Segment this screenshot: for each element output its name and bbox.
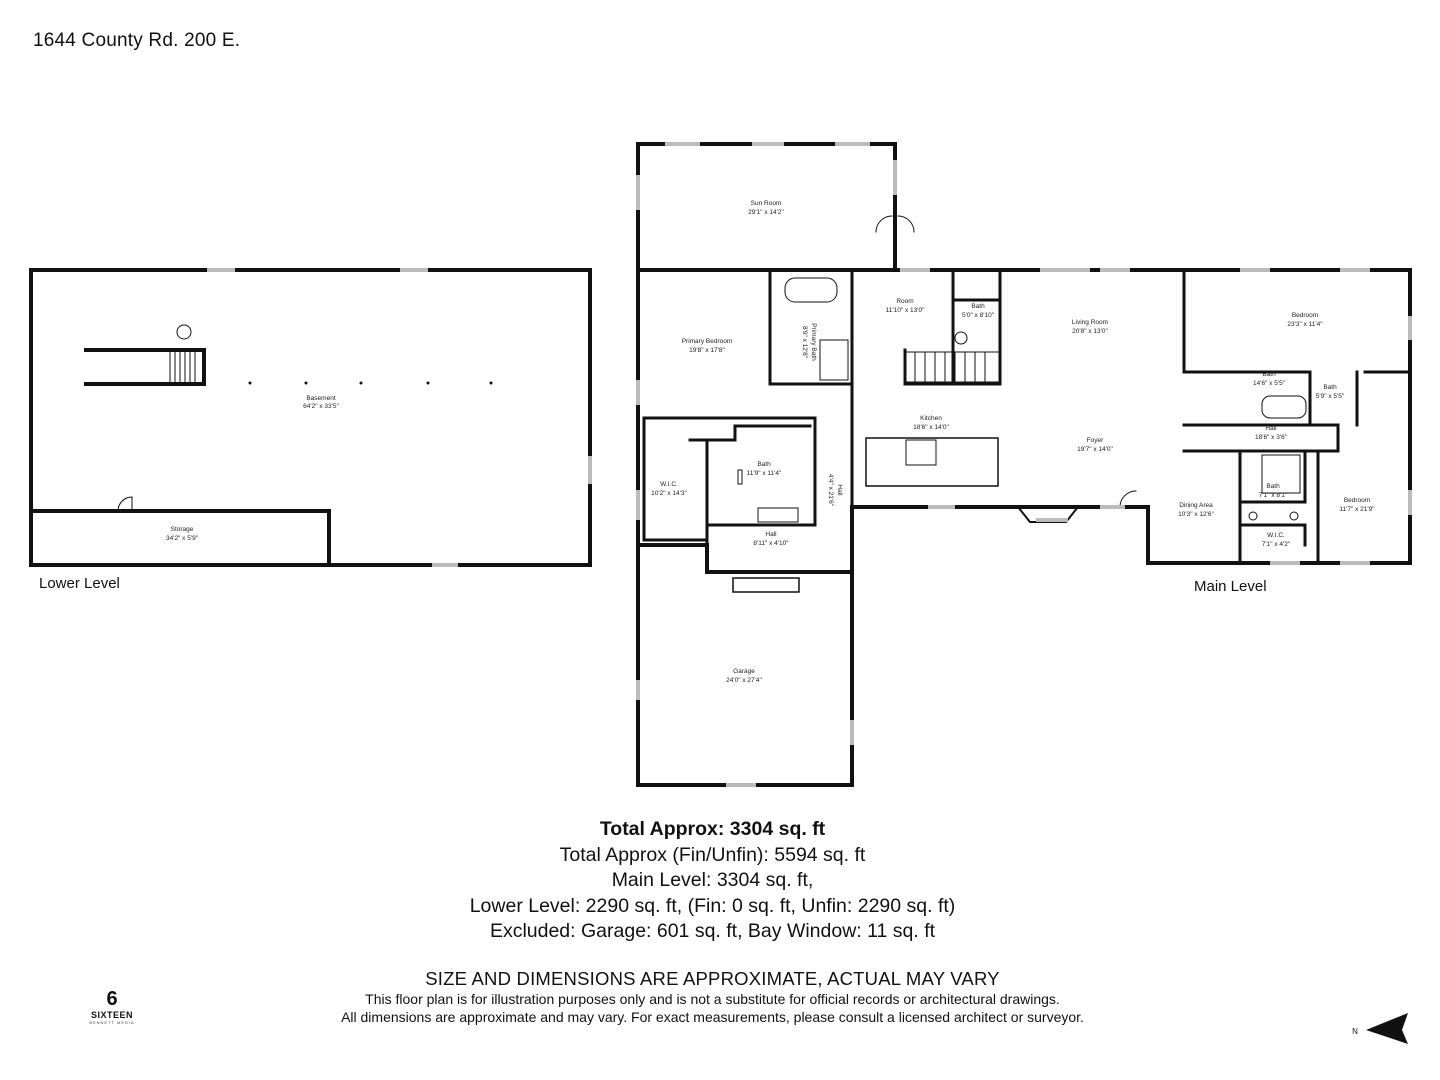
basement-posts <box>248 381 493 385</box>
room-basement-name: Basement <box>306 395 335 402</box>
room-hall-small-name: Hall <box>765 531 777 538</box>
brand-logo: 6 SIXTEEN BENNETT MEDIA <box>86 988 138 1028</box>
bath-fixtures <box>737 277 1307 523</box>
room-kitchen-name: Kitchen <box>920 415 942 422</box>
summary-excluded: Excluded: Garage: 601 sq. ft, Bay Window… <box>489 920 936 942</box>
room-bath-east-name: Bath <box>1266 483 1280 490</box>
room-hall-vertical-dim: 4'4" x 21'6" <box>827 474 834 507</box>
room-foyer-name: Foyer <box>1087 437 1104 444</box>
room-sunroom-dim: 29'1" x 14'2" <box>748 209 784 216</box>
logo-name: SIXTEEN <box>90 1010 133 1020</box>
disclaimer-line-1: This floor plan is for illustration purp… <box>365 991 1060 1007</box>
room-bedroom-ne-dim: 23'3" x 11'4" <box>1287 321 1323 328</box>
room-basement-dim: 64'2" x 33'5" <box>303 403 339 410</box>
main-level-walls <box>636 142 1412 787</box>
sunroom-door <box>875 215 915 233</box>
lower-level-label: Lower Level <box>39 575 120 592</box>
room-bath-top-name: Bath <box>971 303 985 310</box>
room-primary-bedroom-name: Primary Bedroom <box>682 338 733 345</box>
room-storage-name: Storage <box>171 526 194 533</box>
disclaimer-heading: SIZE AND DIMENSIONS ARE APPROXIMATE, ACT… <box>425 968 1000 989</box>
room-bath-small-name: Bath <box>1323 384 1337 391</box>
room-bath-small-dim: 5'9" x 5'5" <box>1316 393 1345 400</box>
bay-window-glass <box>1036 518 1068 522</box>
room-garage-dim: 24'0" x 27'4" <box>726 677 762 684</box>
room-bath-mid-dim: 14'6" x 5'5" <box>1253 380 1286 387</box>
basement-stairs <box>169 351 196 383</box>
room-bath-mid-name: Bath <box>1262 371 1276 378</box>
summary-total-fin-unfin: Total Approx (Fin/Unfin): 5594 sq. ft <box>559 843 866 866</box>
room-bath-west-name: Bath <box>757 461 771 468</box>
room-living-name: Living Room <box>1072 319 1108 326</box>
room-bath-top-dim: 5'0" x 8'10" <box>962 312 995 319</box>
room-hall-small-dim: 8'11" x 4'10" <box>753 540 789 547</box>
room-dining-dim: 10'3" x 12'6" <box>1178 511 1214 518</box>
room-dining-name: Dining Area <box>1179 502 1213 509</box>
utility-icon <box>176 324 192 340</box>
garage-step <box>732 577 800 593</box>
property-address: 1644 County Rd. 200 E. <box>33 30 241 51</box>
logo-subtitle: BENNETT MEDIA <box>89 1020 135 1025</box>
room-wic-east-name: W.I.C. <box>1267 532 1285 539</box>
lower-level-walls <box>29 268 592 567</box>
room-hall-east-dim: 18'6" x 3'6" <box>1255 434 1288 441</box>
room-room-name: Room <box>896 298 913 305</box>
room-primary-bath-dim: 8'9" x 12'8" <box>801 326 808 359</box>
room-kitchen-dim: 18'6" x 14'0" <box>913 424 949 431</box>
room-bedroom-ne-name: Bedroom <box>1292 312 1318 319</box>
main-level-label: Main Level <box>1194 578 1267 595</box>
logo-mark: 6 <box>106 988 118 1010</box>
compass-icon: N <box>1352 1013 1408 1044</box>
main-stairs <box>904 351 1001 383</box>
room-living-dim: 20'8" x 13'0" <box>1072 328 1108 335</box>
area-summary: Total Approx: 3304 sq. ft Total Approx (… <box>0 817 1425 945</box>
foyer-door <box>1119 490 1137 508</box>
room-sunroom-name: Sun Room <box>751 200 782 207</box>
summary-main-level: Main Level: 3304 sq. ft, <box>611 869 814 891</box>
disclaimer-line-2: All dimensions are approximate and may v… <box>341 1009 1084 1025</box>
room-bath-west-dim: 11'9" x 11'4" <box>747 470 782 477</box>
room-wic-east-dim: 7'1" x 4'2" <box>1262 541 1291 548</box>
floor-plan: Basement 64'2" x 33'5" Storage 34'2" x 5… <box>29 142 1412 787</box>
compass-north-label: N <box>1352 1027 1358 1036</box>
summary-lower-level: Lower Level: 2290 sq. ft, (Fin: 0 sq. ft… <box>469 894 956 917</box>
windows <box>207 142 1412 787</box>
room-wic-west-name: W.I.C. <box>660 481 678 488</box>
room-primary-bath-name: Primary Bath <box>810 323 817 361</box>
room-bedroom-se-name: Bedroom <box>1344 497 1370 504</box>
room-foyer-dim: 19'7" x 14'0" <box>1077 446 1113 453</box>
room-wic-west-dim: 10'2" x 14'3" <box>651 490 687 497</box>
room-hall-east-name: Hall <box>1265 425 1277 432</box>
room-hall-vertical-name: Hall <box>836 484 843 496</box>
room-storage-dim: 34'2" x 5'9" <box>166 535 199 542</box>
main-level-interior-walls <box>642 268 1412 574</box>
summary-total: Total Approx: 3304 sq. ft <box>599 818 826 840</box>
room-primary-bedroom-dim: 19'8" x 17'8" <box>689 347 725 354</box>
room-bedroom-se-dim: 11'7" x 21'9" <box>1339 506 1375 513</box>
storage-door <box>117 496 133 512</box>
disclaimer: SIZE AND DIMENSIONS ARE APPROXIMATE, ACT… <box>0 968 1425 1026</box>
room-bath-east-dim: 7'1" x 8'1" <box>1259 492 1288 499</box>
room-garage-name: Garage <box>733 668 755 675</box>
room-room-dim: 11'10" x 13'0" <box>886 307 925 314</box>
